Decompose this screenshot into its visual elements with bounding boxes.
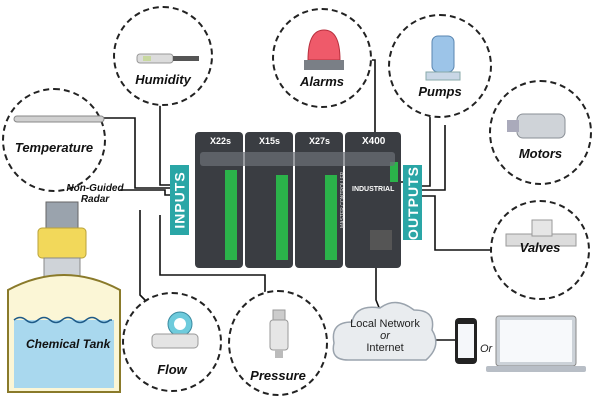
or-label: Or — [480, 343, 493, 355]
humidity-sensor-icon — [136, 53, 199, 64]
alarms-label: Alarms — [299, 74, 345, 89]
radar-label: Non-Guided Radar — [66, 183, 124, 205]
temperature-label: Temperature — [14, 140, 94, 155]
phone-icon — [455, 318, 477, 364]
network-line-2: or — [380, 330, 390, 342]
pumps-circle: Pumps — [388, 14, 492, 118]
laptop-icon — [486, 315, 586, 372]
module-1-label: X22s — [210, 136, 232, 146]
module-2-label: X15s — [259, 136, 281, 146]
pressure-label: Pressure — [250, 368, 306, 383]
alarm-light-icon — [304, 29, 344, 70]
ribbon-cable — [200, 152, 395, 166]
flow-circle: Flow — [122, 292, 222, 392]
valves-circle: Valves — [490, 200, 590, 300]
temperature-probe-icon — [13, 115, 105, 123]
pumps-label: Pumps — [418, 84, 462, 99]
module-master-label: X400 — [362, 136, 386, 147]
tank-label: Chemical Tank — [26, 337, 111, 351]
inputs-band: INPUTS — [170, 165, 189, 235]
module-3-label: X27s — [309, 136, 331, 146]
temperature-circle: Temperature — [2, 88, 106, 192]
controller-brand: INDUSTRIAL — [352, 186, 395, 193]
pressure-sensor-icon — [269, 309, 289, 358]
pump-icon — [425, 35, 461, 81]
motors-label: Motors — [518, 146, 563, 161]
valve-icon — [505, 219, 577, 247]
humidity-circle: Humidity — [113, 6, 213, 106]
network-line-3: Internet — [366, 342, 404, 354]
motor-icon — [507, 113, 566, 139]
pressure-circle: Pressure — [228, 290, 328, 396]
valves-label: Valves — [519, 240, 561, 255]
flow-label: Flow — [157, 362, 187, 377]
humidity-label: Humidity — [135, 72, 191, 87]
network-line-1: Local Network — [350, 318, 420, 330]
flow-meter-icon — [151, 311, 199, 349]
motors-circle: Motors — [489, 80, 592, 185]
outputs-band: OUTPUTS — [403, 165, 422, 240]
network-text: Local Network or Internet — [340, 318, 430, 354]
alarms-circle: Alarms — [272, 8, 372, 108]
